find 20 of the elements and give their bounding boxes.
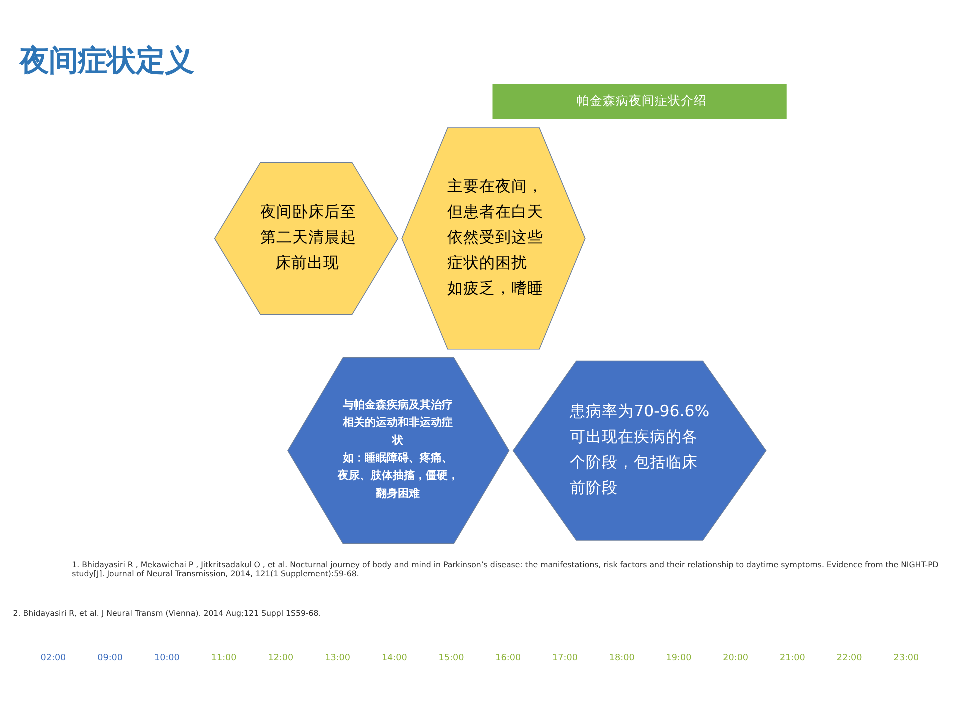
label: 帕金森病夜间症状介绍 (577, 94, 708, 110)
label: 22:00 (836, 654, 862, 664)
label: 17:00 (552, 654, 578, 664)
label: 12:00 (268, 654, 294, 664)
label: 23:00 (894, 654, 920, 664)
label: 18:00 (609, 654, 635, 664)
label: 16:00 (496, 654, 522, 664)
label: 13:00 (325, 654, 350, 664)
label: 02:00 (40, 654, 66, 664)
diagram-title: 夜间症状定义 (20, 43, 194, 78)
label: 19:00 (666, 654, 692, 664)
label: 2. Bhidayasiri R, et al. J Neural Transm (Vienna). 2014 Aug;121 Suppl 1S59-68. (13, 609, 322, 618)
label: 11:00 (211, 654, 237, 664)
label: 20:00 (723, 654, 749, 664)
label: 1. Bhidayasiri R , Mekawichai P , Jitkritsadakul O , et al. Nocturnal journey of body and mind in Parkinson’s disease: the manifestations, risk factors and their relationship to daytime symptoms. Evidence from the NIGHT-PD study[J]. Journal of Neural Transmission, 2014, 121(1 Supplement):59-68. (72, 560, 939, 578)
label: 21:00 (780, 654, 806, 664)
label: 14:00 (382, 654, 408, 664)
label: 15:00 (438, 654, 464, 664)
label: 09:00 (98, 654, 124, 664)
label: 10:00 (154, 654, 180, 664)
